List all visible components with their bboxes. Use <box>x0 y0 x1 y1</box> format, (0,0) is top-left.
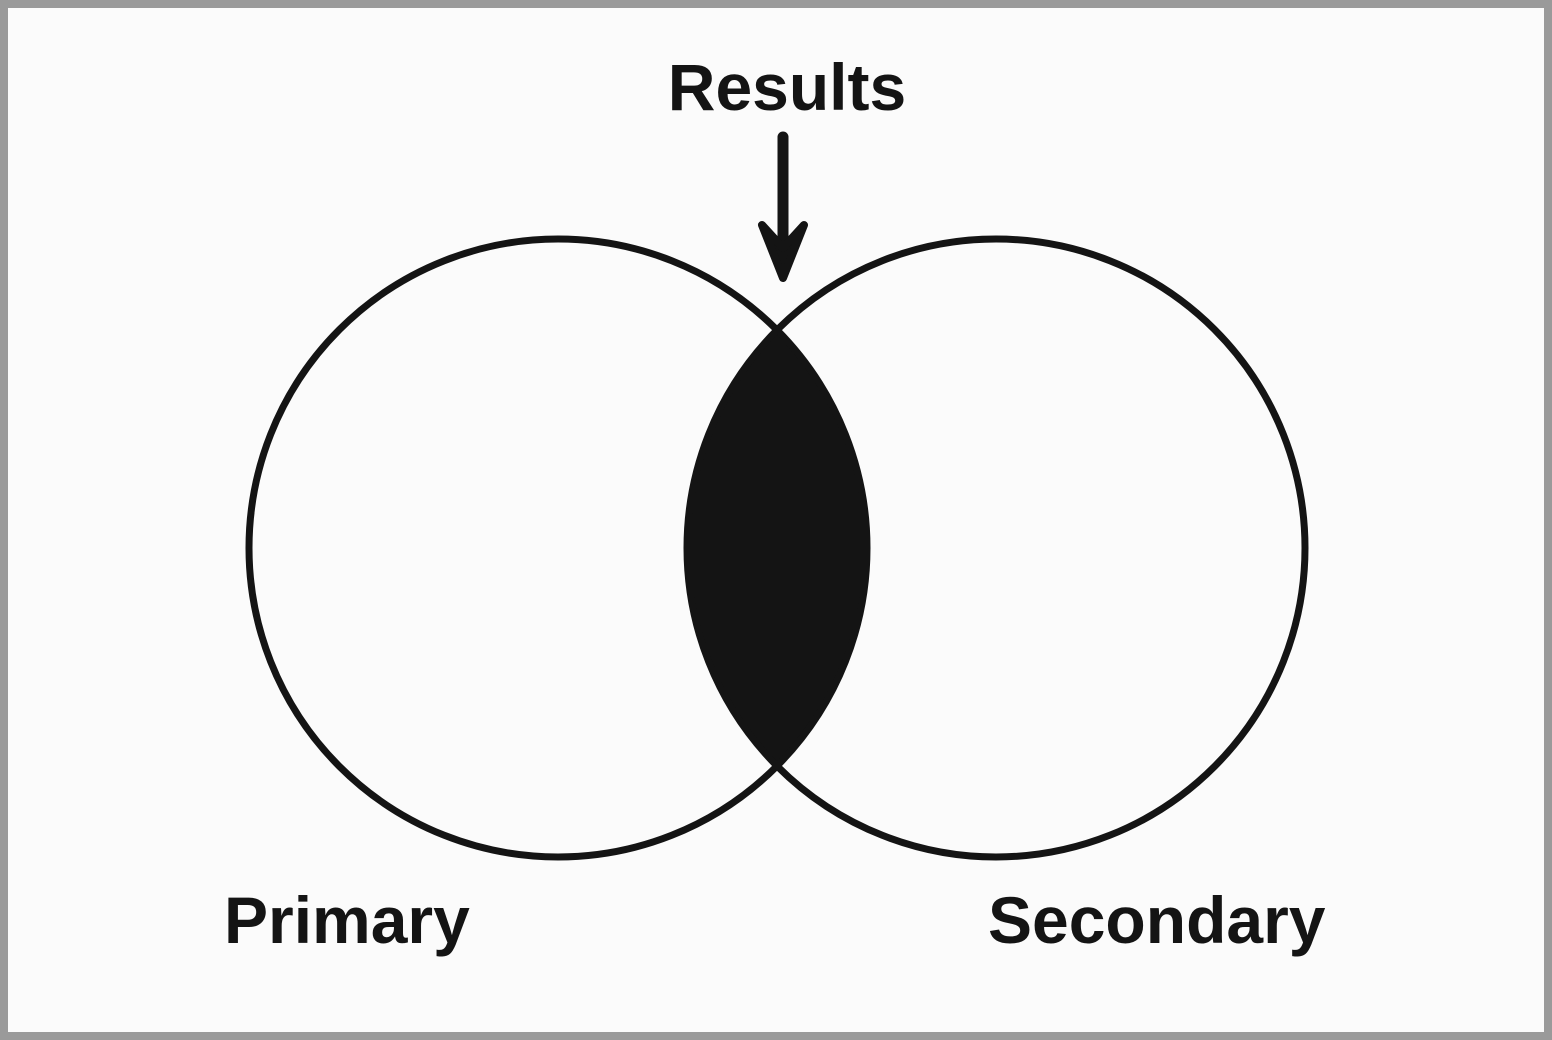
results-label: Results <box>668 50 906 124</box>
primary-circle <box>245 235 871 861</box>
arrow-down-icon <box>758 131 808 282</box>
secondary-label: Secondary <box>988 883 1326 957</box>
secondary-circle <box>683 235 1309 861</box>
primary-label: Primary <box>224 883 470 957</box>
